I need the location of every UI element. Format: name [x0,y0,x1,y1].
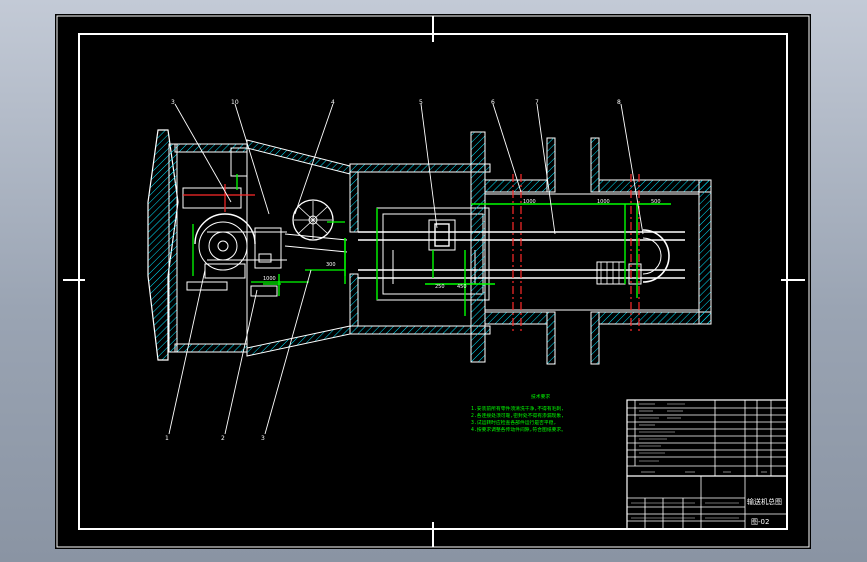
centerlines [512,174,640,332]
cad-viewport[interactable]: 1000 1000 500 250 450 300 1000 3 10 4 5 … [55,14,811,549]
technical-notes: 技术要求 1.安装前所有零件须清洗干净,不得有毛刺, 2.各连接处须可靠,密封处… [471,393,566,433]
dim-label: 300 [326,262,336,268]
dim-label: 1000 [597,199,610,205]
dim-label: 500 [651,199,661,205]
leader-lines [168,103,644,435]
part-callouts: 3 10 4 5 6 7 8 1 2 3 [165,99,621,442]
callout-label: 6 [491,99,495,106]
housing-centerlines [183,184,255,212]
callout-label: 10 [231,99,239,106]
drawing-name: 输送机总图 [747,497,782,506]
dim-label: 1000 [263,276,276,282]
dimension-labels: 1000 1000 500 250 450 300 1000 [263,199,661,290]
callout-label: 7 [535,99,539,106]
drawing-number: 图-02 [751,518,769,526]
conveyor-dimensions [344,203,671,316]
title-block-text: 输送机总图 图-02 [747,497,782,526]
dim-label: 450 [457,284,467,290]
dim-label: 1000 [523,199,536,205]
callout-label: 2 [221,435,225,442]
notes-line: 1.安装前所有零件须清洗干净,不得有毛刺, [471,405,564,412]
callout-label: 4 [331,99,335,106]
notes-line: 4.按要求调整各传动件间隙,符合图纸要求。 [471,426,566,433]
drive-housing [147,129,491,361]
callout-label: 3 [171,99,175,106]
notes-line: 3.试运转时应检查各部件运行是否平稳, [471,419,556,426]
callout-label: 8 [617,99,621,106]
dim-label: 250 [435,284,445,290]
notes-title: 技术要求 [531,393,550,400]
drawing-sheet: 1000 1000 500 250 450 300 1000 3 10 4 5 … [56,15,810,548]
centering-marks [63,16,805,547]
title-block [626,399,788,530]
callout-label: 3 [261,435,265,442]
pit-walls [470,131,712,365]
gearbox-assembly [182,147,348,297]
drawing-frame [78,33,788,530]
callout-label: 1 [165,435,169,442]
callout-label: 5 [419,99,423,106]
notes-line: 2.各连接处须可靠,密封处不得有渗漏现象, [471,412,564,419]
